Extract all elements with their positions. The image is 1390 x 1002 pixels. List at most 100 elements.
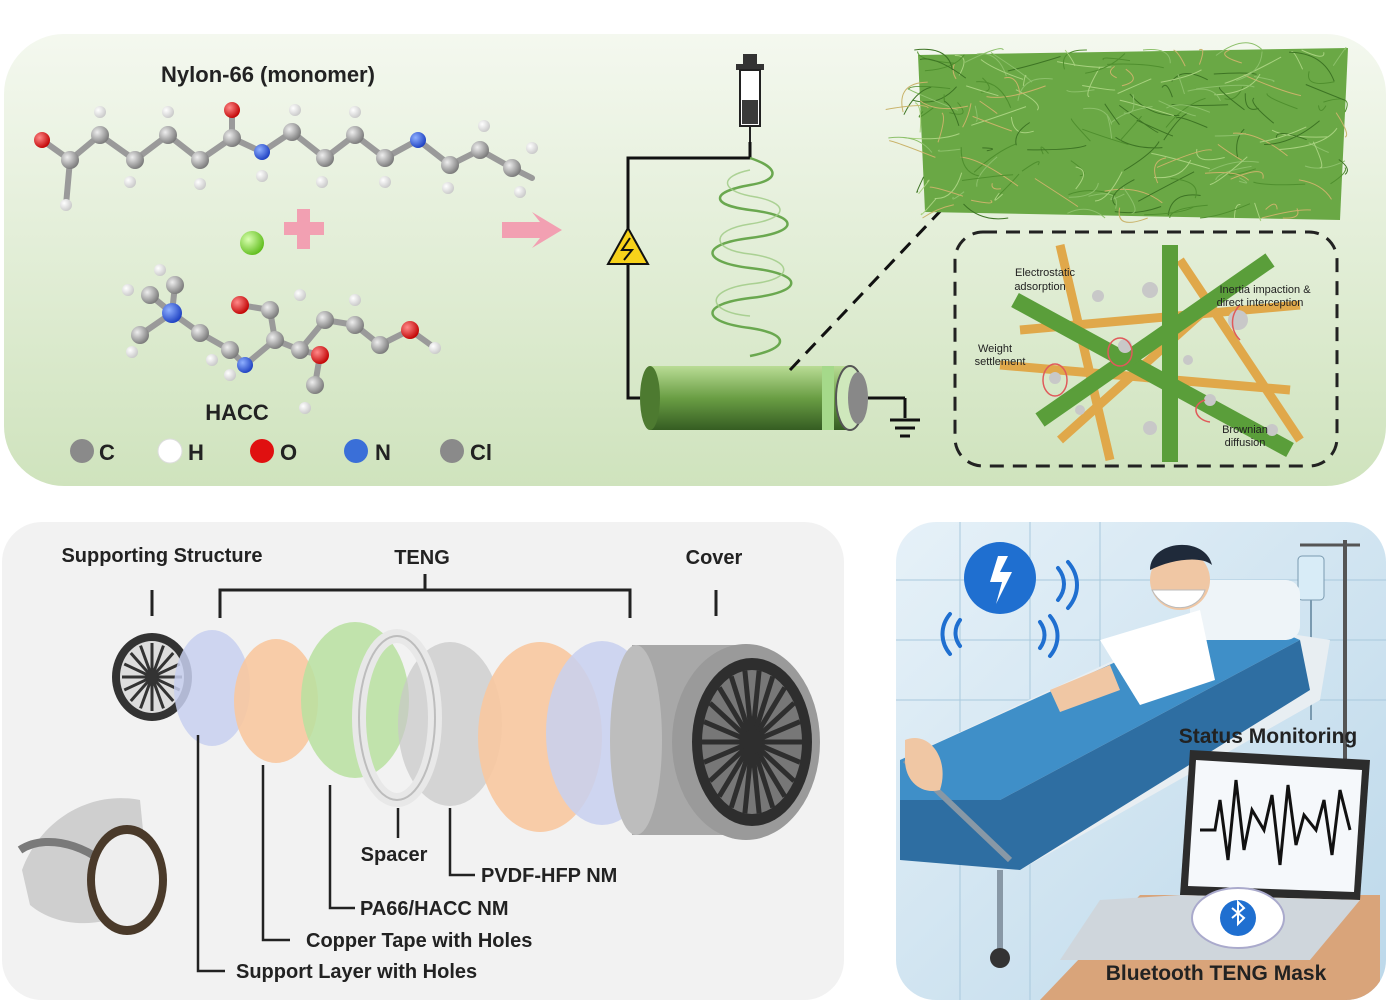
label-cover: Cover — [686, 547, 743, 569]
bottom-right-panel: Status Monitoring Bluetooth TENG Mask — [896, 522, 1386, 1000]
fiber-strand — [1265, 203, 1278, 210]
fiber-strand — [901, 81, 928, 113]
fiber-strand — [962, 174, 1014, 181]
fiber-strand — [1253, 181, 1306, 186]
fiber-strand — [1312, 141, 1323, 169]
fiber-strand — [971, 106, 1027, 126]
label-weight-1: Weight — [978, 343, 1012, 355]
fiber-strand — [974, 105, 978, 122]
respirator-photo — [17, 798, 167, 935]
fiber-strand — [1021, 161, 1040, 172]
fiber-strand — [1136, 119, 1174, 137]
fiber-strand — [1027, 144, 1087, 151]
fiber-strand — [1215, 42, 1263, 56]
fiber-strand — [1068, 182, 1099, 198]
label-electrostatic-1: Electrostatic — [1015, 267, 1075, 279]
fiber-strand — [1236, 128, 1245, 158]
label-bluetooth-teng-mask: Bluetooth TENG Mask — [1106, 962, 1327, 985]
label-spacer: Spacer — [361, 844, 428, 866]
fiber-strand — [1173, 49, 1186, 67]
fiber-strand — [1261, 209, 1311, 219]
fiber-strand — [1289, 51, 1335, 82]
fiber-network — [999, 243, 1304, 462]
svg-text:N: N — [375, 440, 391, 465]
fiber-strand — [1224, 49, 1242, 64]
fiber-strand — [1151, 152, 1210, 170]
fiber-strand — [1165, 97, 1206, 128]
fiber-strand — [1177, 74, 1185, 95]
syringe-icon — [736, 54, 764, 142]
fiber-strand — [1063, 49, 1087, 70]
fiber-strand — [918, 179, 930, 195]
fiber-strand — [963, 203, 1009, 220]
fiber-strand — [1015, 122, 1030, 146]
fiber-strand — [1067, 208, 1106, 219]
label-status-monitoring: Status Monitoring — [1179, 725, 1357, 748]
fiber-strand — [1115, 136, 1163, 149]
label-electrostatic-2: adsorption — [1014, 281, 1065, 293]
fiber-strand — [960, 147, 980, 177]
fiber-strand — [952, 63, 957, 80]
fiber-strand — [1252, 97, 1275, 124]
patient — [905, 544, 1215, 791]
label-brownian-2: diffusion — [1225, 437, 1266, 449]
fiber-strand — [1070, 118, 1091, 142]
fiber-strand — [1232, 132, 1288, 157]
fiber-strand — [1119, 104, 1159, 133]
fiber-strand — [971, 199, 993, 204]
fiber-strand — [1244, 93, 1259, 110]
fiber-strand — [1094, 171, 1123, 202]
fiber-strand — [885, 105, 929, 110]
fiber-strand — [949, 102, 964, 115]
fiber-strand — [1275, 133, 1307, 141]
fiber-strand — [1068, 190, 1116, 196]
fiber-strand — [944, 100, 960, 126]
fiber-strand — [980, 59, 1024, 80]
fiber-jet — [711, 156, 793, 358]
fiber-strand — [1104, 188, 1163, 204]
nylon-atoms — [34, 102, 538, 211]
fiber-strand — [1279, 127, 1338, 150]
svg-text:O: O — [280, 440, 297, 465]
leader-lines — [196, 735, 475, 973]
svg-text:C: C — [99, 440, 115, 465]
fiber-strand — [1218, 86, 1245, 111]
fiber-strand — [1087, 66, 1101, 98]
fiber-strand — [1170, 178, 1197, 199]
filter-cover — [610, 644, 820, 840]
fiber-mat — [885, 42, 1348, 223]
monitor-waveform — [1200, 779, 1352, 866]
fiber-strand — [929, 186, 964, 197]
fiber-strand — [1040, 146, 1049, 155]
support-layer — [174, 630, 250, 746]
fiber-strand — [1243, 74, 1302, 97]
fiber-strand — [1156, 149, 1212, 168]
fiber-strand — [1118, 207, 1148, 223]
supporting-structure-disc — [112, 633, 192, 721]
fiber-strand — [1117, 78, 1152, 94]
hacc-title: HACC — [205, 400, 269, 425]
fiber-strand — [1137, 171, 1195, 202]
bluetooth-badge — [964, 542, 1036, 614]
fiber-strand — [1083, 107, 1113, 125]
fiber-strand — [1259, 126, 1307, 143]
fiber-strand — [1163, 112, 1189, 141]
fiber-strand — [918, 107, 934, 118]
fiber-strand — [986, 85, 1046, 98]
fiber-strand — [1169, 204, 1208, 219]
fiber-strand — [1119, 115, 1142, 141]
fiber-strand — [1233, 203, 1241, 219]
fiber-strand — [1082, 85, 1116, 91]
legend-item-n: N — [344, 439, 391, 465]
fiber-strand — [919, 58, 967, 79]
fiber-strand — [914, 48, 953, 71]
fiber-strand — [1266, 93, 1298, 110]
fiber-strand — [889, 140, 936, 158]
fiber-strand — [1119, 99, 1174, 117]
legend-item-h: H — [157, 438, 204, 465]
fiber-strand — [1066, 89, 1095, 93]
fiber-strand — [1056, 61, 1112, 68]
arrow-right-icon — [502, 212, 562, 248]
label-brownian-1: Brownian — [1222, 424, 1268, 436]
fiber-strand — [1204, 171, 1250, 181]
